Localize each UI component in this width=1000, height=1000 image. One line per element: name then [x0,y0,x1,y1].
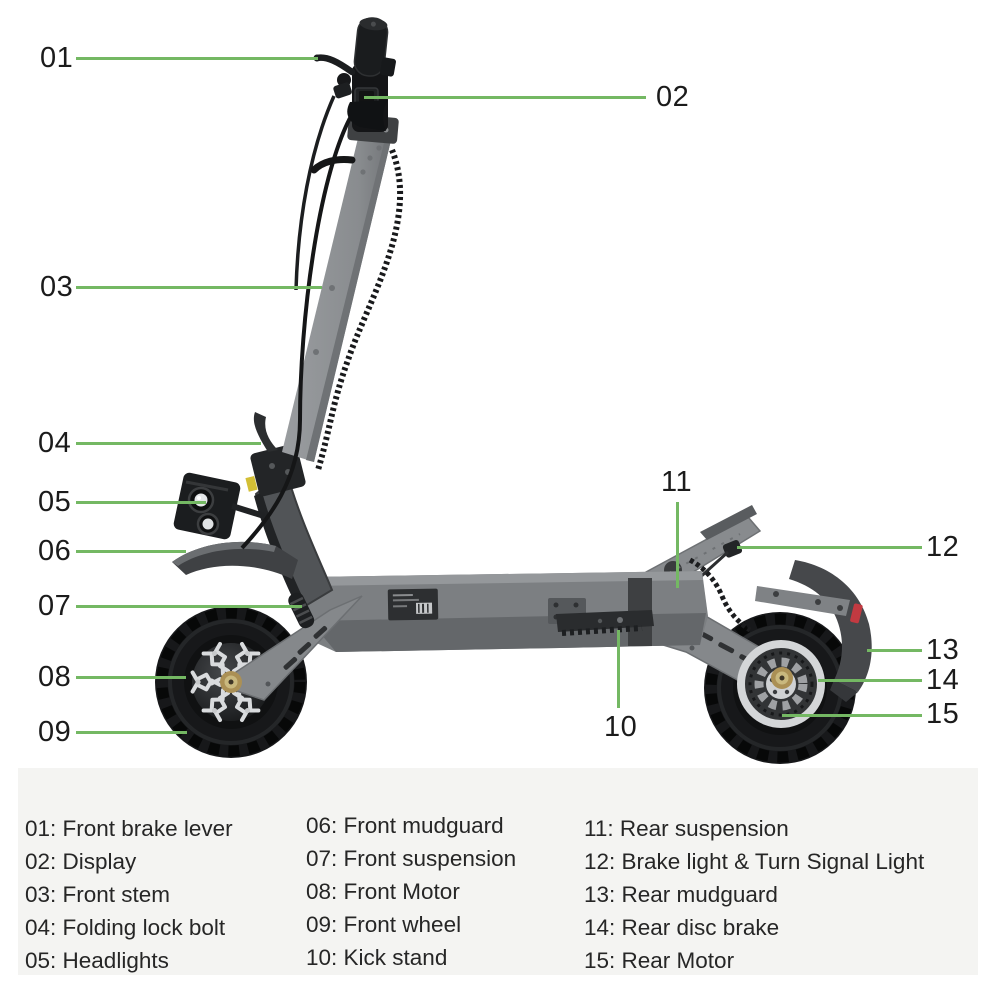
front-swingarm [226,595,363,701]
callout-label-08: 08 [38,661,72,693]
callout-label-04: 04 [38,427,72,459]
callout-label-03: 03 [40,271,74,303]
legend-column-3: 11: Rear suspension 12: Brake light & Tu… [584,812,924,977]
rear-reflector-light [850,603,863,624]
callout-line-11 [676,502,679,588]
callout-label-13: 13 [926,634,960,666]
legend-item-09: 09: Front wheel [306,912,462,937]
legend-item-15: 15: Rear Motor [584,948,735,973]
callout-label-09: 09 [38,716,72,748]
rear-disc-brake [737,640,825,728]
rear-mudguard [755,560,872,702]
callout-line-04 [76,442,261,445]
legend-panel: 01: Front brake lever 02: Display 03: Fr… [18,768,978,975]
legend-item-06: 06: Front mudguard [306,813,504,838]
legend-item-11: 11: Rear suspension [584,816,789,841]
cables [240,95,404,550]
callout-line-08 [76,676,186,679]
legend-item-07: 07: Front suspension [306,846,517,871]
callout-line-03 [76,286,322,289]
legend-column-2: 06: Front mudguard 07: Front suspension … [306,809,516,974]
callout-line-09 [76,731,187,734]
callout-label-11: 11 [661,466,693,498]
callout-label-01: 01 [40,42,74,74]
deck-sticker [387,588,439,621]
callout-label-06: 06 [38,535,72,567]
rear-brake-lever [310,156,356,174]
folding-lock-bolt [245,412,306,497]
callout-line-13 [867,649,922,652]
callout-label-10: 10 [604,711,638,743]
callout-label-15: 15 [926,698,960,730]
callout-line-14 [818,679,922,682]
scooter-illustration [155,17,872,764]
legend-item-02: 02: Display [25,849,137,874]
callout-label-07: 07 [38,590,72,622]
legend-item-13: 13: Rear mudguard [584,882,778,907]
legend-column-1: 01: Front brake lever 02: Display 03: Fr… [25,812,233,977]
callout-label-12: 12 [926,531,960,563]
callout-line-10 [617,630,620,708]
legend-item-12: 12: Brake light & Turn Signal Light [584,849,925,874]
callout-line-15 [782,714,922,717]
callout-label-02: 02 [656,81,690,113]
kick-stand [556,610,654,636]
callout-label-05: 05 [38,486,72,518]
callout-line-12 [737,546,922,549]
front-mudguard [172,541,298,579]
legend-item-01: 01: Front brake lever [25,816,233,841]
callout-line-06 [76,550,186,553]
legend-item-14: 14: Rear disc brake [584,915,780,940]
headlights [173,472,265,540]
callout-label-14: 14 [926,664,960,696]
rear-motor-hub [771,667,793,689]
legend-item-05: 05: Headlights [25,948,169,973]
legend-item-10: 10: Kick stand [306,945,448,970]
front-brake-lever [313,54,356,76]
callout-line-01 [76,57,318,60]
legend-item-08: 08: Front Motor [306,879,460,904]
legend-item-03: 03: Front stem [25,882,171,907]
front-motor-hub [220,671,242,693]
callout-line-07 [76,605,302,608]
callout-line-02 [364,96,646,99]
callout-line-05 [76,501,206,504]
legend-item-04: 04: Folding lock bolt [25,915,226,940]
